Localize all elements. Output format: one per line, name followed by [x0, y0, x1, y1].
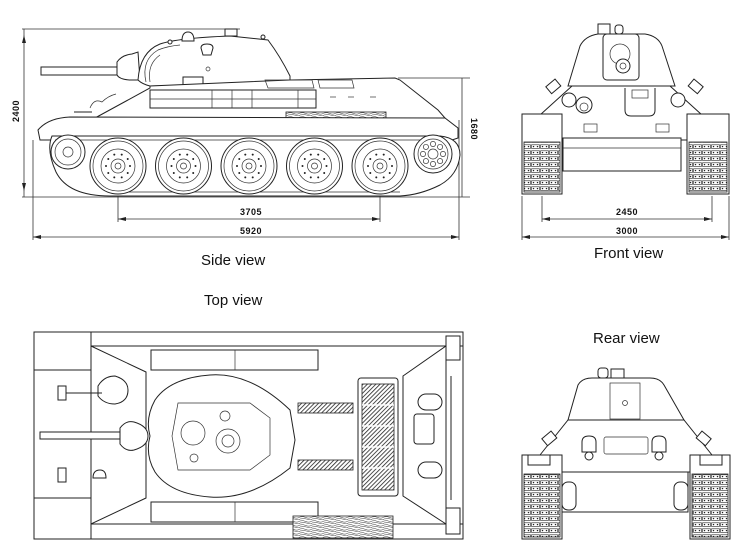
side-view-drawing: 2400 1680 3705 5920: [11, 28, 479, 240]
dim-overall-width: 3000: [616, 226, 638, 236]
road-wheel: [220, 137, 278, 195]
road-wheel: [351, 137, 409, 195]
road-wheel: [89, 137, 147, 195]
rear-view-drawing: [521, 367, 731, 540]
sprocket-hole: [420, 151, 426, 157]
side-turret-hatch: [224, 28, 238, 37]
side-gun-barrel: [40, 66, 120, 76]
sprocket-hole: [437, 143, 444, 150]
sprocket-hole: [430, 141, 436, 147]
dim-wheelbase: 3705: [240, 207, 262, 217]
side-road-wheels: [89, 137, 409, 195]
top-stowage-box-left: [150, 349, 319, 371]
side-turret: [137, 35, 291, 87]
rear-hull: [539, 419, 713, 473]
dim-track-center-width: 2450: [616, 207, 638, 217]
top-view-drawing: [33, 331, 464, 540]
top-turret: [147, 374, 296, 498]
top-gun-barrel: [39, 431, 123, 440]
side-lower-hull: [37, 116, 459, 141]
front-view-drawing: [521, 23, 730, 240]
dim-hull-height: 1680: [469, 118, 479, 140]
sprocket-hole: [422, 158, 429, 165]
caption-rear-view: Rear view: [593, 330, 660, 347]
road-wheel: [155, 137, 212, 195]
caption-side-view: Side view: [201, 252, 266, 269]
caption-top-view: Top view: [204, 292, 263, 309]
side-gun-mantlet: [116, 51, 141, 81]
dim-overall-height: 2400: [11, 100, 21, 122]
caption-front-view: Front view: [594, 245, 664, 262]
sprocket-hole: [437, 158, 444, 165]
top-engine-grille: [361, 383, 395, 491]
dim-overall-length: 5920: [240, 226, 262, 236]
sprocket-hole: [422, 143, 429, 150]
sprocket-hole: [430, 161, 436, 167]
rear-turret: [567, 377, 685, 421]
sprocket-hole: [440, 151, 446, 157]
top-stowage-box-right: [150, 501, 319, 523]
side-drive-sprocket: [413, 134, 453, 174]
road-wheel: [286, 137, 343, 195]
side-idler-wheel: [50, 134, 86, 170]
